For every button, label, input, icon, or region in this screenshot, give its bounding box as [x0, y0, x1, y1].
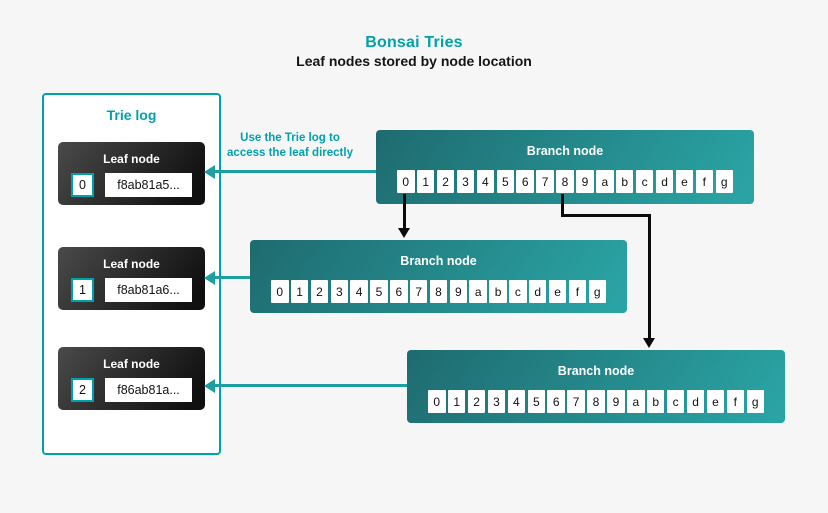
leaf-index-box: 2 [71, 378, 94, 402]
branch-cell: 1 [447, 390, 466, 413]
branch-cell: d [686, 390, 705, 413]
branch-cell: 6 [547, 390, 565, 413]
leaf-node-label: Leaf node [103, 152, 160, 166]
branch-cell: f [568, 280, 587, 303]
branch-cell: b [646, 390, 665, 413]
branch-cell: 9 [607, 390, 625, 413]
branch-cell: g [746, 390, 764, 413]
leaf-node-label: Leaf node [103, 257, 160, 271]
branch-cell: 5 [370, 280, 388, 303]
branch-cell: e [706, 390, 725, 413]
branch-cell: 5 [496, 170, 515, 193]
leaf-node-row: 1 f8ab81a6... [58, 278, 205, 302]
branch-cell: c [635, 170, 654, 193]
branch-cell: 3 [456, 170, 475, 193]
branch-cell: a [596, 170, 614, 193]
branch-cell: a [469, 280, 487, 303]
branch-cell: c [509, 280, 527, 303]
branch-cell: 2 [310, 280, 329, 303]
arrowhead-down [398, 228, 410, 238]
branch-cell: d [528, 280, 547, 303]
leaf-node-row: 0 f8ab81a5... [58, 173, 205, 197]
page-title: Bonsai Tries [365, 34, 463, 51]
branch-cell: g [715, 170, 733, 193]
branch-cell: d [655, 170, 674, 193]
branch-cell: 2 [436, 170, 455, 193]
branch-cell: 8 [587, 390, 605, 413]
arrow-line [648, 214, 651, 338]
branch-cell: 0 [271, 280, 289, 303]
branch-cell: 7 [536, 170, 554, 193]
leaf-node-card-2: Leaf node 2 f86ab81a... [58, 347, 205, 410]
branch-cell: 0 [428, 390, 446, 413]
arrowhead-left [204, 270, 215, 285]
branch-cell: b [489, 280, 507, 303]
branch-cell: 3 [330, 280, 349, 303]
branch-cell: 4 [476, 170, 495, 193]
branch-cell: 7 [409, 280, 428, 303]
branch-cell: 5 [527, 390, 546, 413]
branch-cell: 1 [416, 170, 435, 193]
leaf-hash-box: f8ab81a5... [105, 173, 192, 197]
branch-cell: a [627, 390, 645, 413]
arrow-line [561, 194, 564, 217]
leaf-node-card-1: Leaf node 1 f8ab81a6... [58, 247, 205, 310]
branch-cell: g [588, 280, 606, 303]
branch-node-label: Branch node [557, 364, 635, 378]
leaf-index-box: 0 [71, 173, 94, 197]
branch-cell: 6 [390, 280, 408, 303]
branch-cell: 7 [567, 390, 585, 413]
branch-cell: 8 [556, 170, 574, 193]
arrow-line [213, 276, 250, 279]
arrowhead-left [204, 378, 215, 393]
leaf-node-row: 2 f86ab81a... [58, 378, 205, 402]
leaf-node-label: Leaf node [103, 357, 160, 371]
leaf-node-card-0: Leaf node 0 f8ab81a5... [58, 142, 205, 205]
arrow-line [213, 170, 376, 173]
branch-cell: 1 [290, 280, 309, 303]
leaf-index-box: 1 [71, 278, 94, 302]
annotation-text: Use the Trie log to access the leaf dire… [219, 131, 361, 161]
branch-cell: 9 [576, 170, 594, 193]
branch-node-label: Branch node [400, 254, 477, 268]
branch-cell: 2 [467, 390, 486, 413]
branch-cell: 3 [487, 390, 506, 413]
branch-cell: 9 [449, 280, 468, 303]
branch-node-label: Branch node [526, 144, 604, 158]
branch-cell: c [666, 390, 685, 413]
leaf-hash-box: f86ab81a... [105, 378, 192, 402]
arrow-line [561, 214, 651, 217]
branch-cell: 4 [507, 390, 526, 413]
branch-cell: 8 [429, 280, 448, 303]
branch-cell: e [675, 170, 694, 193]
branch-cell: f [726, 390, 745, 413]
annotation-line-2: access the leaf directly [227, 147, 353, 159]
annotation-line-1: Use the Trie log to [240, 132, 340, 144]
branch-cell: 0 [397, 170, 415, 193]
page-subtitle: Leaf nodes stored by node location [296, 53, 532, 69]
branch-cell: 6 [516, 170, 534, 193]
arrowhead-left [204, 164, 215, 179]
arrow-line [403, 194, 406, 228]
trie-log-title: Trie log [106, 107, 157, 123]
branch-cell: b [615, 170, 634, 193]
branch-cell: e [548, 280, 567, 303]
branch-cell: 4 [350, 280, 368, 303]
arrowhead-down [643, 338, 655, 348]
leaf-hash-box: f8ab81a6... [105, 278, 192, 302]
arrow-line [213, 384, 407, 387]
branch-cell: f [695, 170, 714, 193]
